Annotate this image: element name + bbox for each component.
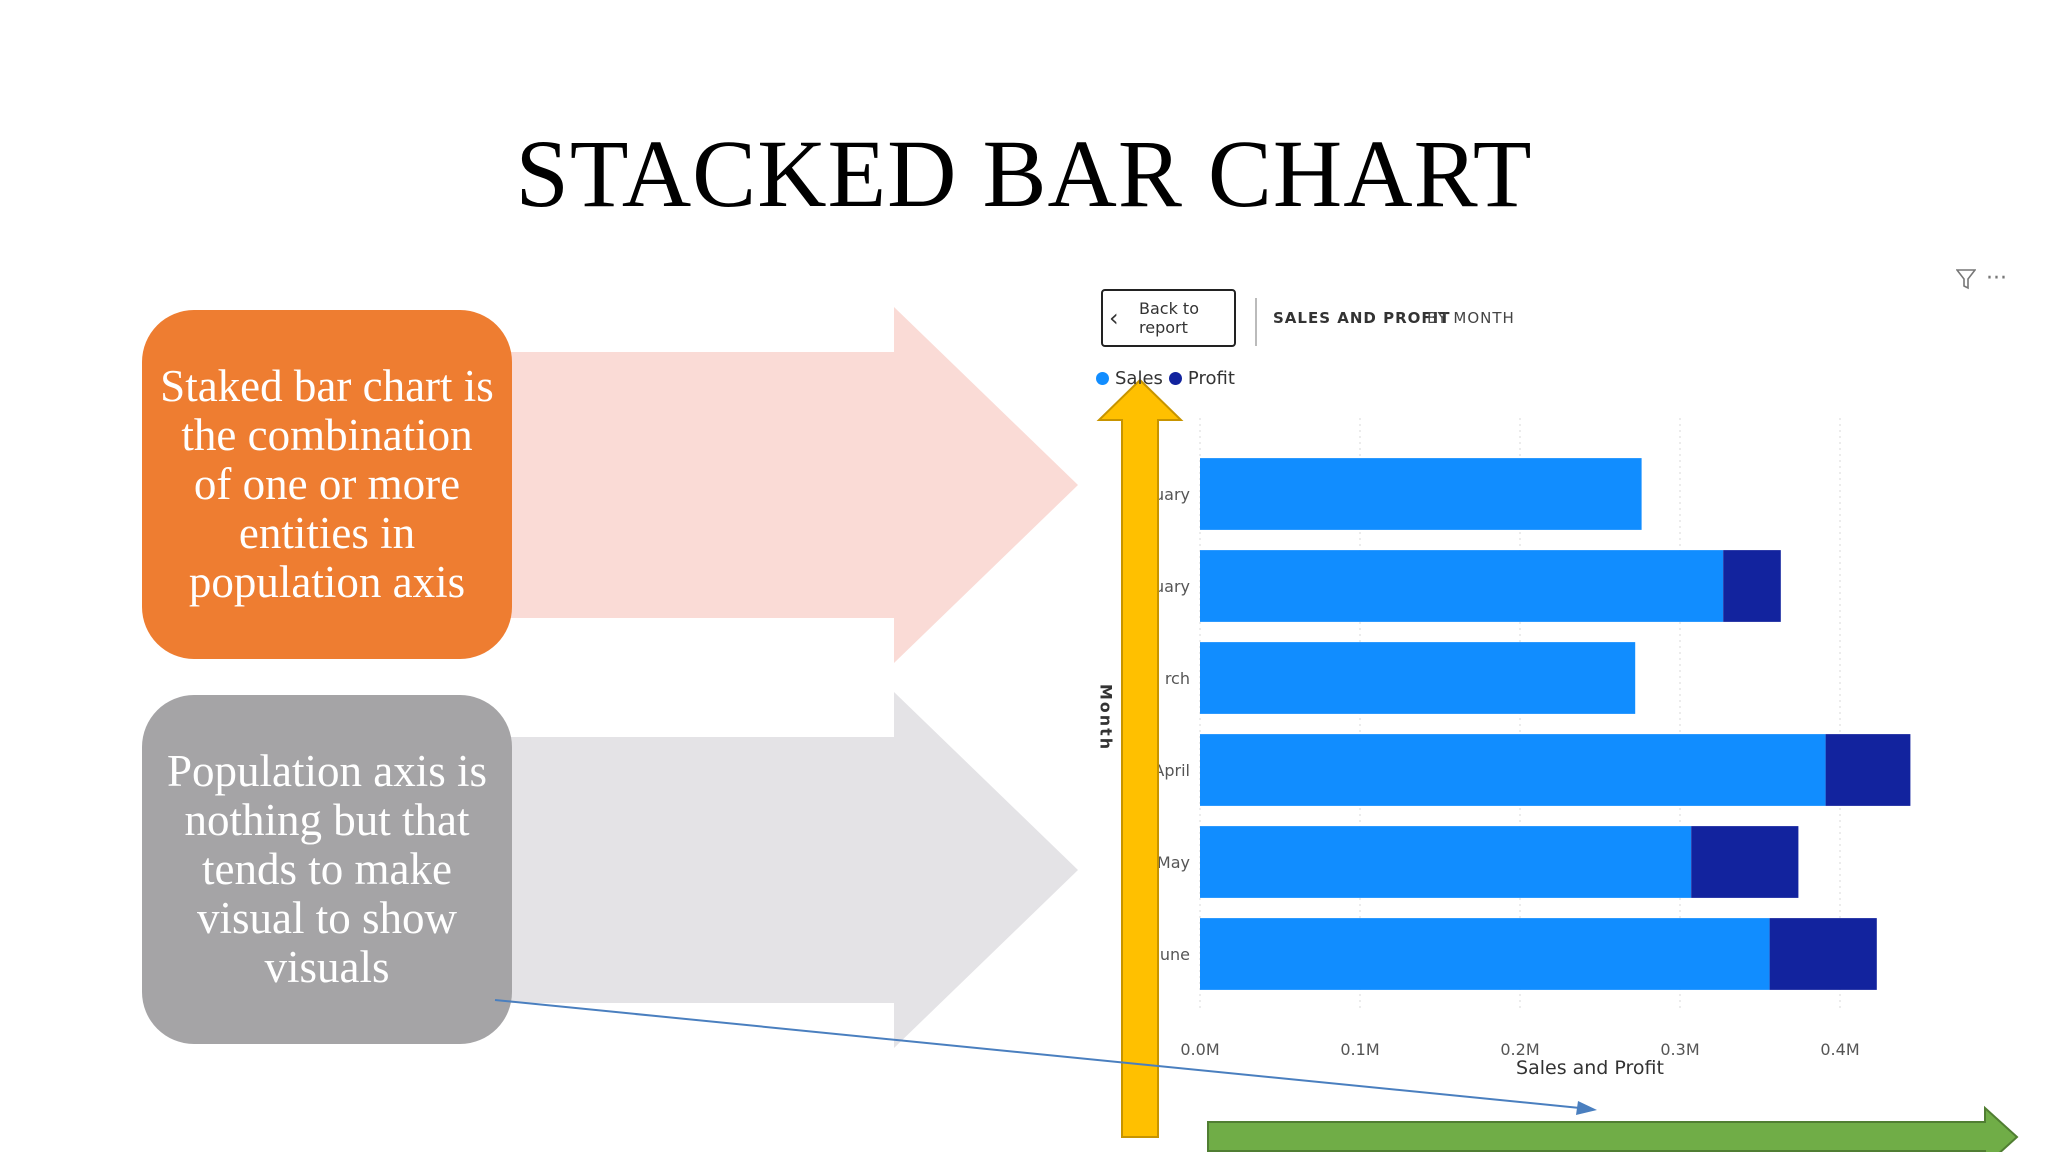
yellow-up-arrow xyxy=(1096,378,1184,1138)
y-tick-label: uary xyxy=(1154,485,1190,504)
bar-profit xyxy=(1769,918,1877,990)
legend-profit-swatch xyxy=(1168,372,1182,385)
slide-title: STACKED BAR CHART xyxy=(515,120,1533,227)
bar-sales xyxy=(1200,826,1692,898)
bar-sales xyxy=(1200,642,1636,714)
x-tick-label: 0.4M xyxy=(1820,1040,1859,1059)
breadcrumb-title: SALES AND PROFIT xyxy=(1273,309,1451,327)
y-tick-label: April xyxy=(1153,761,1190,780)
definition-box: Staked bar chart is the combination of o… xyxy=(142,310,512,659)
y-tick-label: May xyxy=(1157,853,1190,872)
chart-legend: Sales Profit xyxy=(1096,368,1235,389)
gray-arrow-shape xyxy=(506,692,1078,1048)
y-tick-label: une xyxy=(1160,945,1190,964)
y-tick-label: uary xyxy=(1154,577,1190,596)
bar-sales xyxy=(1200,550,1724,622)
y-axis-label: Month xyxy=(1096,683,1116,752)
breadcrumb-sub: BY MONTH xyxy=(1427,309,1515,327)
x-tick-label: 0.1M xyxy=(1340,1040,1379,1059)
x-axis-label: Sales and Profit xyxy=(1516,1057,1664,1079)
bar-sales xyxy=(1200,734,1826,806)
legend-sales-swatch xyxy=(1096,372,1109,385)
population-axis-box: Population axis is nothing but that tend… xyxy=(142,695,512,1044)
back-to-report-label: Back to report xyxy=(1139,299,1199,337)
pink-arrow-shape xyxy=(506,307,1078,663)
legend-sales-label: Sales xyxy=(1115,368,1163,389)
chevron-left-icon: ‹ xyxy=(1109,304,1119,332)
green-right-arrow xyxy=(1207,1105,2019,1152)
bar-profit xyxy=(1723,550,1781,622)
bar-sales xyxy=(1200,458,1642,530)
bar-profit xyxy=(1825,734,1911,806)
filter-icon[interactable] xyxy=(1956,268,1976,290)
x-tick-label: 0.0M xyxy=(1180,1040,1219,1059)
bar-sales xyxy=(1200,918,1770,990)
back-to-report-button[interactable]: Back to report xyxy=(1101,289,1236,347)
bar-profit xyxy=(1691,826,1799,898)
header-divider xyxy=(1255,298,1257,346)
legend-profit-label: Profit xyxy=(1187,368,1235,389)
y-tick-label: rch xyxy=(1165,669,1190,688)
more-options-icon[interactable]: ··· xyxy=(1986,266,2007,291)
